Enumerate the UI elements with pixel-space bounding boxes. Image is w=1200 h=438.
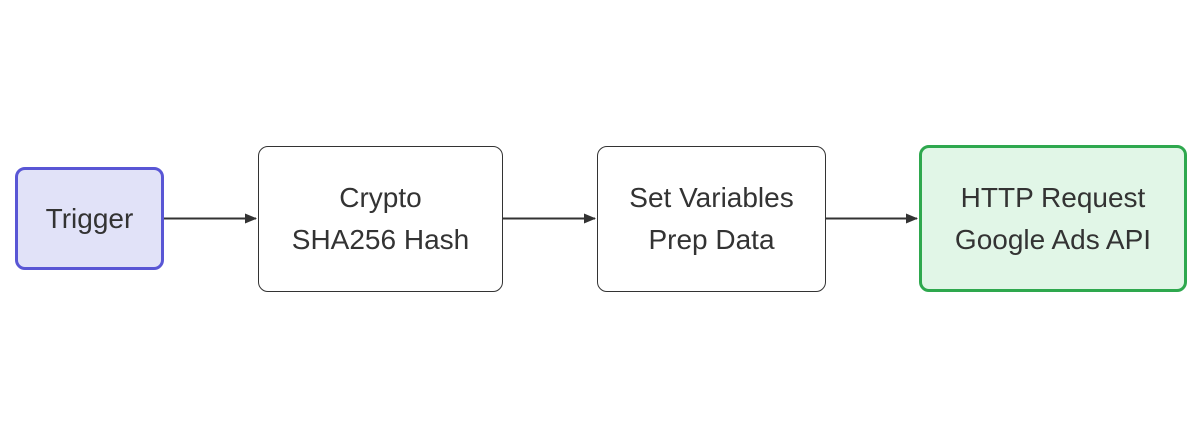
node-crypto-label-line2: SHA256 Hash (291, 224, 470, 255)
node-crypto-label-line1: Crypto (339, 182, 422, 213)
node-http-label-line2: Google Ads API (954, 223, 1152, 255)
node-setvars-label-line1: Set Variables (629, 182, 794, 213)
node-trigger: Trigger (15, 167, 164, 270)
node-setvars-label-line2: Prep Data (648, 224, 775, 255)
node-http-label-line1: HTTP Request (960, 181, 1146, 213)
node-crypto-sha256-hash: Crypto SHA256 Hash (258, 146, 503, 292)
node-trigger-label: Trigger (45, 202, 134, 234)
node-http-request-google-ads-api: HTTP Request Google Ads API (919, 145, 1187, 292)
node-set-variables: Set Variables Prep Data (597, 146, 826, 292)
